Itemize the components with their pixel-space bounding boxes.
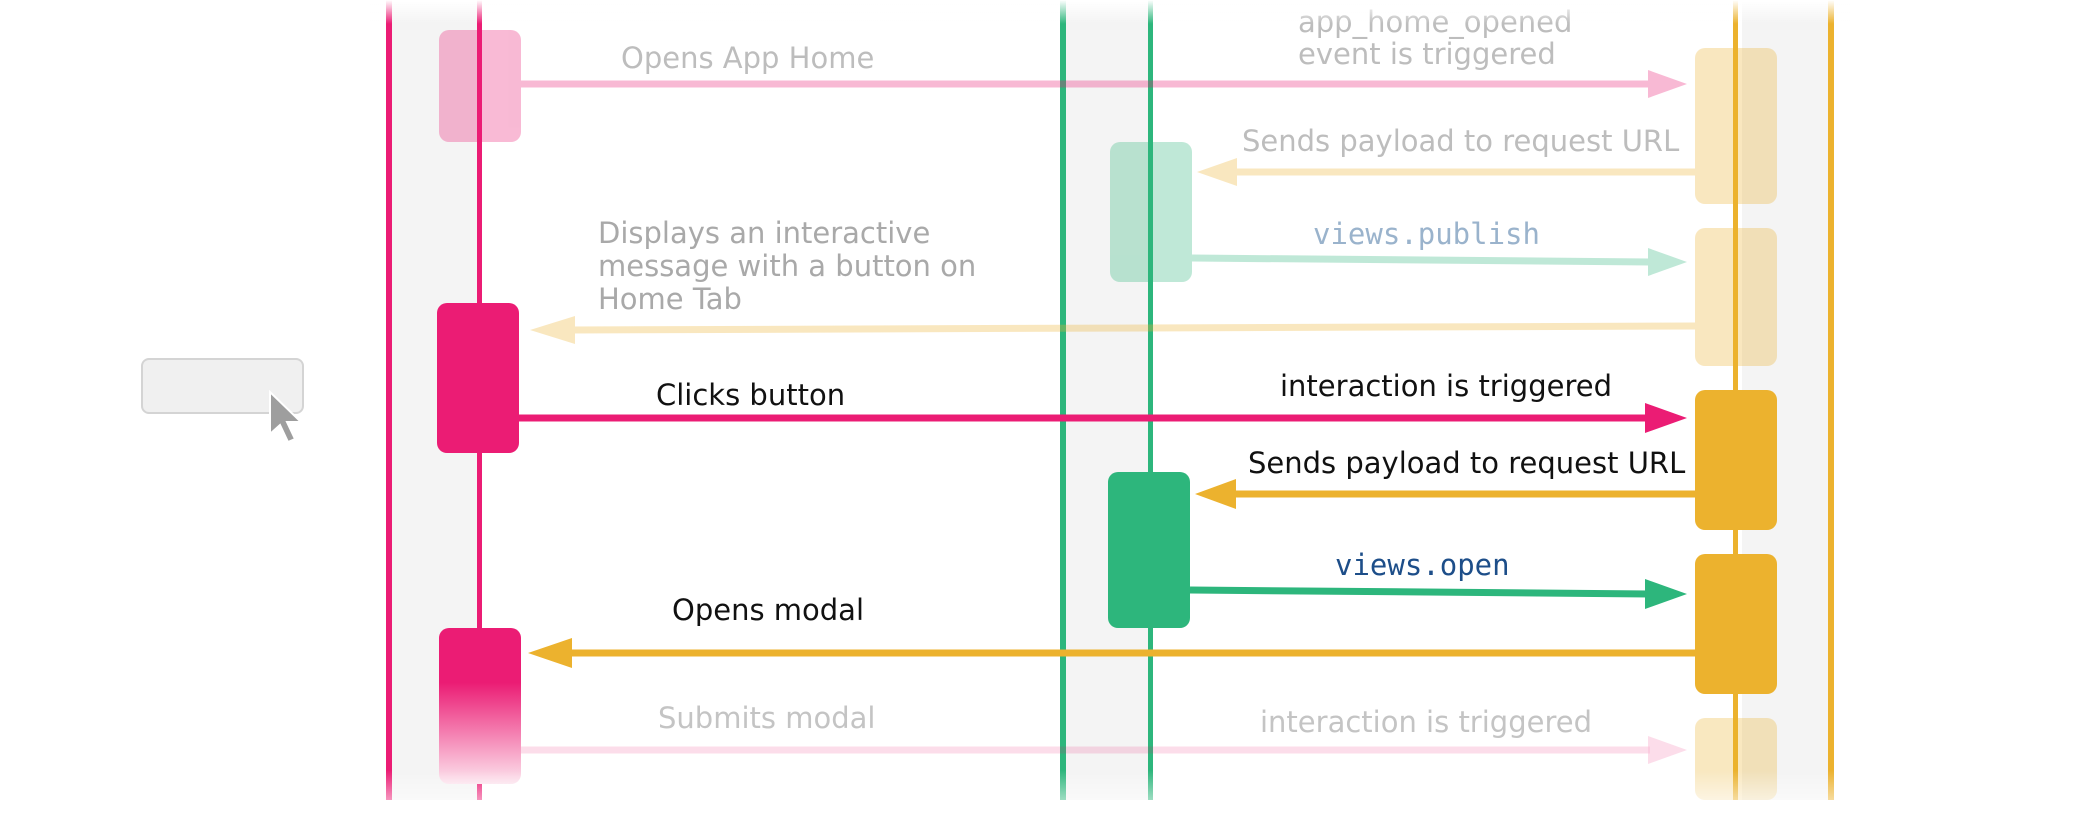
user-activation-opens-home	[439, 30, 521, 142]
arrowhead-displays-message	[530, 316, 575, 344]
arrowhead-opens-app-home	[1648, 70, 1687, 98]
label-displays-message-line3: Home Tab	[598, 282, 742, 316]
label-interaction-triggered: interaction is triggered	[1280, 369, 1612, 403]
arrowhead-views-publish	[1648, 248, 1687, 276]
user-lane-border	[386, 0, 392, 800]
slack-lane-border	[1828, 0, 1834, 800]
label-interaction-triggered-2: interaction is triggered	[1260, 705, 1592, 739]
label-submits-modal: Submits modal	[658, 701, 875, 735]
label-opens-app-home: Opens App Home	[621, 41, 874, 75]
slack-activation-interaction	[1695, 390, 1777, 530]
label-displays-message-line1: Displays an interactive	[598, 216, 930, 250]
app-activation-open	[1108, 472, 1190, 628]
label-views-publish: views.publish	[1313, 217, 1540, 251]
label-sends-payload-1: Sends payload to request URL	[1242, 124, 1679, 158]
arrow-views-publish	[1191, 254, 1651, 266]
slack-activation-home-opened	[1695, 48, 1777, 204]
cursor-arrow-icon	[269, 390, 304, 444]
label-opens-modal: Opens modal	[672, 593, 864, 627]
user-activation-clicks-button	[437, 303, 519, 453]
label-sends-payload-2: Sends payload to request URL	[1248, 446, 1685, 480]
arrowhead-views-open	[1645, 579, 1687, 609]
arrow-displays-message	[569, 322, 1696, 334]
top-fade-overlay	[370, 0, 1850, 24]
arrowhead-sends-payload-2	[1195, 479, 1236, 509]
user-activation-opens-modal	[439, 628, 521, 784]
faded-top-section	[439, 30, 1777, 366]
slack-activation-publish	[1695, 228, 1777, 366]
app-lane-background	[1063, 0, 1153, 800]
arrowhead-sends-payload-1	[1197, 158, 1237, 186]
label-displays-message-line2: message with a button on	[598, 249, 976, 283]
app-activation-publish	[1110, 142, 1192, 282]
bottom-fade-overlay	[370, 770, 1850, 826]
label-views-open: views.open	[1335, 548, 1510, 582]
arrowhead-opens-modal	[528, 638, 572, 668]
app-lifeline	[1148, 0, 1153, 800]
label-clicks-button: Clicks button	[656, 378, 845, 412]
arrowhead-clicks-button	[1645, 403, 1687, 433]
label-app-home-opened-line2: event is triggered	[1298, 37, 1556, 71]
arrowhead-submits-modal	[1648, 736, 1687, 764]
slack-activation-open	[1695, 554, 1777, 694]
app-lane-border	[1060, 0, 1066, 800]
arrow-views-open	[1189, 586, 1651, 598]
